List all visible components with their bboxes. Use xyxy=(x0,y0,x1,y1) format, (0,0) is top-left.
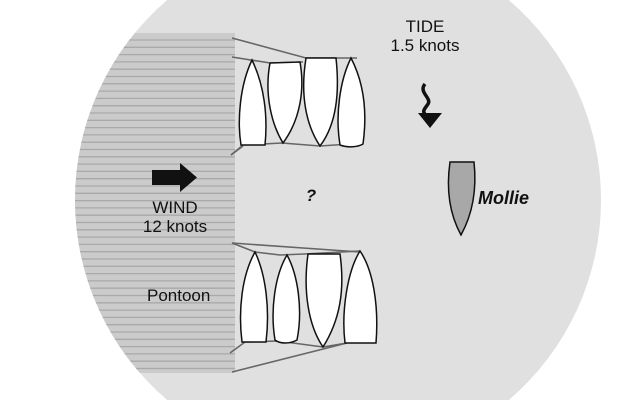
tide-speed: 1.5 knots xyxy=(390,36,460,55)
tide-label: TIDE 1.5 knots xyxy=(370,17,480,55)
boat xyxy=(343,249,378,344)
boat xyxy=(239,250,269,343)
mollie-boat xyxy=(447,161,476,237)
boat xyxy=(267,61,303,145)
wind-arrow-icon xyxy=(152,163,197,192)
boat xyxy=(302,57,339,148)
moored-boats-top xyxy=(238,56,366,148)
moored-boats-bottom xyxy=(239,249,378,349)
mollie-label: Mollie xyxy=(478,188,530,208)
wind-title: WIND xyxy=(152,198,198,217)
wind-speed: 12 knots xyxy=(142,217,208,236)
question-mark: ? xyxy=(305,186,317,205)
tide-arrow-icon xyxy=(418,82,442,128)
boat xyxy=(272,253,301,344)
pontoon-label: Pontoon xyxy=(147,286,211,305)
boat xyxy=(238,58,267,146)
wind-label: WIND 12 knots xyxy=(120,198,230,236)
boat xyxy=(305,253,343,349)
boat xyxy=(337,56,366,148)
tide-title: TIDE xyxy=(405,17,445,36)
